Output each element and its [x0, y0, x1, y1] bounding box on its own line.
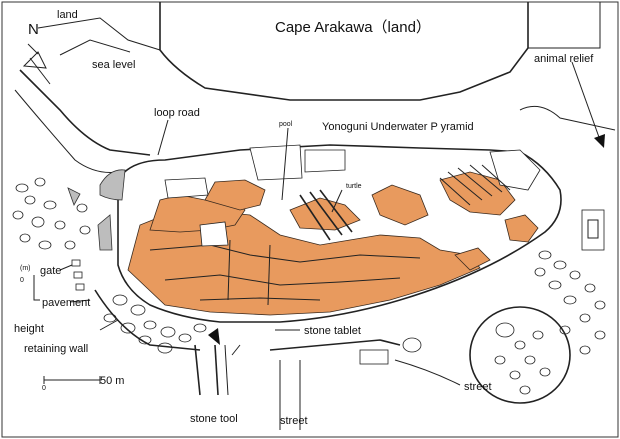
- cape-east-edge: [528, 2, 601, 49]
- land-coastline: [37, 17, 161, 51]
- west-stones: [12, 177, 91, 291]
- step-line-3: [199, 297, 321, 301]
- scale-zero-label: 0: [42, 385, 46, 392]
- terrace-east-a: [371, 184, 429, 226]
- scale-bar: [43, 376, 101, 384]
- south-street-top: [269, 339, 401, 351]
- retaining-wall-leader: [99, 319, 119, 331]
- loop-road-label: loop road: [154, 107, 200, 119]
- east-monument: [581, 209, 605, 251]
- pavement-leader: [69, 299, 91, 303]
- terrace-east-d: [454, 247, 491, 271]
- retaining-wall-label: retaining wall: [24, 343, 88, 355]
- north-label: N: [28, 21, 39, 38]
- west-coastline: [19, 69, 151, 156]
- height-unit-top: (m): [20, 265, 31, 272]
- step-line-1: [149, 244, 421, 263]
- street-right-label: street: [464, 381, 492, 393]
- east-coastline: [519, 105, 616, 131]
- west-coastline-inner: [14, 89, 119, 173]
- west-gray-rock-a: [99, 169, 126, 201]
- block-c: [199, 221, 229, 247]
- pool-leader: [281, 127, 289, 201]
- stone-tool-label: stone tool: [190, 413, 238, 425]
- stone-tool-icon: [208, 328, 220, 345]
- stone-round: [402, 337, 422, 353]
- sea-level-line: [59, 39, 131, 56]
- cape-label: Cape Arakawa（land）: [275, 19, 431, 36]
- block-pool: [249, 144, 303, 181]
- height-unit-bottom: 0: [20, 277, 24, 284]
- stone-tool-mark: [231, 344, 241, 356]
- terrace-east-b: [439, 171, 516, 216]
- turtle-bars: [299, 189, 353, 241]
- west-gray-rock-c: [67, 187, 81, 206]
- east-plaza-stones: [494, 322, 551, 395]
- retaining-wall-line: [94, 289, 201, 351]
- east-plaza-outline: [469, 306, 571, 404]
- animal-relief-label: animal relief: [534, 53, 594, 65]
- block-b: [304, 149, 346, 173]
- stone-tool-wall-b: [214, 344, 219, 396]
- land-label: land: [57, 9, 78, 21]
- turtle-label: turtle: [346, 183, 362, 190]
- loop-road-leader: [157, 119, 169, 156]
- gate-leader: [59, 264, 73, 271]
- down-right-arrow-icon: [571, 61, 605, 148]
- stone-tablet-label: stone tablet: [304, 325, 361, 337]
- hatch-lines: [439, 164, 511, 206]
- retaining-wall-stones: [103, 294, 207, 354]
- stone-tool-wall-c: [224, 344, 229, 396]
- pool-label: pool: [279, 121, 293, 128]
- west-gray-rock-b: [97, 214, 113, 251]
- block-a: [164, 177, 209, 199]
- scale-distance-label: 50 m: [100, 375, 124, 387]
- east-monument-inner: [587, 219, 599, 239]
- pavement-label: pavement: [42, 297, 90, 309]
- cliff-line: [29, 57, 51, 85]
- street-right-edge: [394, 359, 461, 386]
- stone-tool-wall-a: [194, 344, 201, 396]
- turtle-leader: [331, 189, 343, 213]
- cape-coastline: [159, 2, 529, 101]
- street-bottom-label: street: [280, 415, 308, 427]
- east-stones: [534, 250, 606, 355]
- gate-label: gate: [40, 265, 61, 277]
- step-line-4: [227, 239, 231, 301]
- upper-terrace-center: [204, 179, 266, 211]
- terrace-turtle: [289, 197, 361, 231]
- height-scale-bar: [33, 275, 40, 301]
- step-line-2: [164, 274, 401, 286]
- height-label: height: [14, 323, 44, 335]
- north-arrow-icon: [22, 43, 47, 69]
- stone-tablet-block: [359, 349, 389, 365]
- step-line-5: [267, 244, 271, 306]
- pyramid-label: Yonoguni Underwater P yramid: [322, 121, 474, 133]
- sea-level-label: sea level: [92, 59, 135, 71]
- terrace-east-c: [504, 214, 539, 243]
